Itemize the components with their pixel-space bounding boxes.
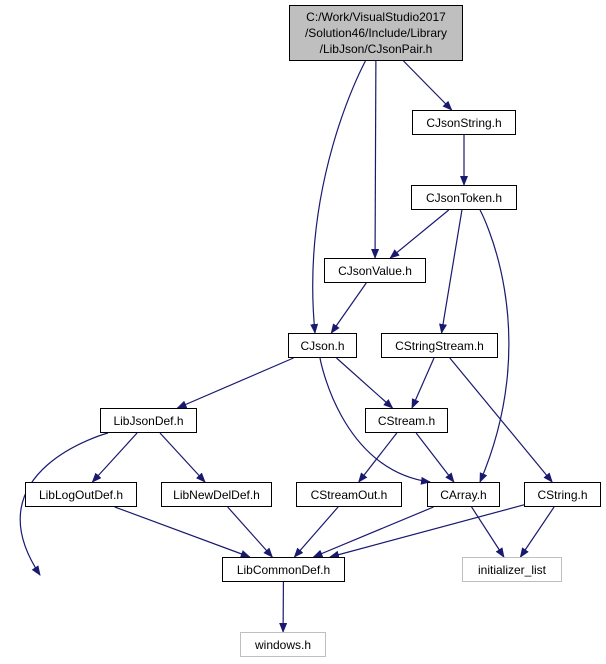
edge-cstringstream-to-cstream [411, 357, 435, 409]
edge-cstring-to-libcommondef [329, 504, 525, 559]
edge-cjsontoken-to-cjsonvalue [389, 209, 450, 259]
node-cjsontoken[interactable]: CJsonToken.h [411, 185, 517, 210]
node-cjson[interactable]: CJson.h [288, 333, 357, 358]
edge-root-to-cjsonstring [403, 60, 453, 111]
node-cjsonvalue[interactable]: CJsonValue.h [324, 258, 426, 283]
root-file-node[interactable]: C:/Work/VisualStudio2017 /Solution46/Inc… [289, 5, 463, 61]
edge-carray-to-initializer_list [471, 506, 505, 558]
node-libcommondef[interactable]: LibCommonDef.h [222, 557, 345, 582]
node-carray[interactable]: CArray.h [427, 482, 500, 507]
edge-cjson-to-carray [319, 357, 431, 485]
edge-cstream-to-carray [415, 432, 455, 483]
root-line-3: /LibJson/CJsonPair.h [319, 42, 433, 56]
edge-cjson-to-libjsondef [176, 357, 294, 409]
node-cstringstream[interactable]: CStringStream.h [381, 333, 498, 358]
edge-root-to-cjsonvalue [371, 60, 380, 259]
edge-libjsondef-to-libcommondef [19, 432, 109, 576]
edge-cjsontoken-to-carray [479, 209, 510, 483]
node-cjsonstring[interactable]: CJsonString.h [412, 110, 516, 135]
node-cstream[interactable]: CStream.h [365, 408, 448, 433]
edge-cstreamout-to-libcommondef [293, 506, 339, 558]
node-initializer-list[interactable]: initializer_list [462, 557, 562, 582]
node-windows[interactable]: windows.h [240, 632, 326, 657]
node-libnewdeldef[interactable]: LibNewDelDef.h [161, 482, 272, 507]
edge-cstring-to-initializer_list [519, 506, 555, 558]
edge-libjsondef-to-libnewdeldef [159, 432, 206, 483]
node-liblogoutdef[interactable]: LibLogOutDef.h [25, 482, 137, 507]
edge-cjsonvalue-to-cjson [330, 282, 367, 334]
edge-cjsontoken-to-cstringstream [439, 209, 463, 334]
root-line-1: C:/Work/VisualStudio2017 [306, 10, 446, 24]
root-line-2: /Solution46/Include/Library [304, 26, 448, 40]
edge-cstream-to-cstreamout [358, 432, 398, 483]
edge-libnewdeldef-to-libcommondef [227, 506, 273, 558]
node-libjsondef[interactable]: LibJsonDef.h [100, 408, 197, 433]
node-cstring[interactable]: CString.h [524, 482, 601, 507]
edge-carray-to-libcommondef [312, 506, 434, 558]
node-cstreamout[interactable]: CStreamOut.h [296, 482, 402, 507]
edge-libjsondef-to-liblogoutdef [91, 432, 138, 483]
edge-cstringstream-to-cstring [449, 357, 553, 483]
edge-layer [19, 60, 555, 633]
edge-root-to-cjson [310, 60, 366, 334]
edge-cjson-to-cstream [336, 357, 394, 409]
edge-liblogoutdef-to-libcommondef [114, 506, 251, 558]
